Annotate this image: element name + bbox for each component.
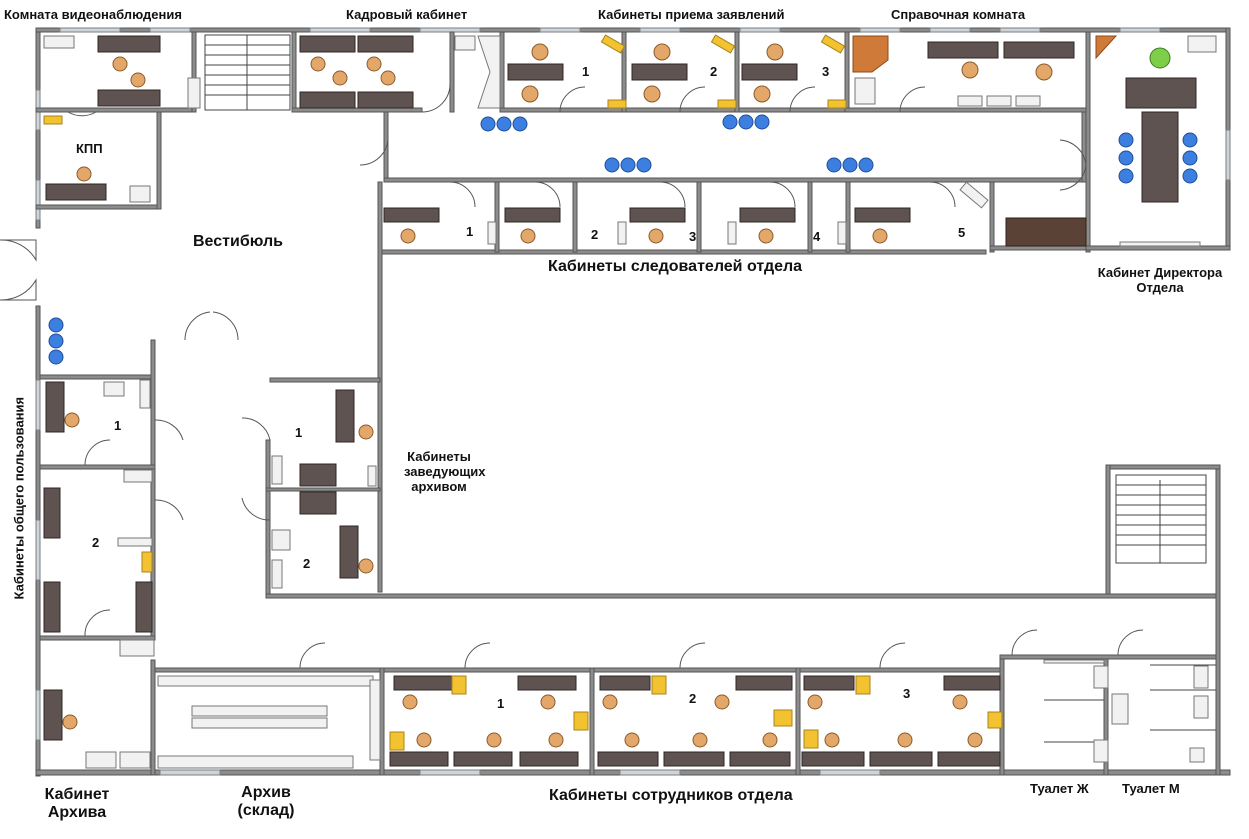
investigators-label: Кабинеты следователей отдела <box>548 258 803 275</box>
inv-room-number: 4 <box>813 229 821 244</box>
toilet-m-label: Туалет М <box>1122 781 1180 796</box>
inv-room-number: 1 <box>466 224 474 239</box>
toilet-f-label: Туалет Ж <box>1030 781 1089 796</box>
investigator-rooms <box>377 181 1087 593</box>
inv-room-number: 3 <box>689 229 697 244</box>
app-room-number: 1 <box>582 64 590 79</box>
arch-room-number: 2 <box>303 556 311 571</box>
inv-room-number: 5 <box>958 225 966 240</box>
app-room-number: 2 <box>710 64 718 79</box>
furniture <box>43 34 1217 769</box>
inv-room-number: 2 <box>591 227 599 242</box>
lobby-label: Вестибюль <box>193 233 283 250</box>
arch-room-number: 1 <box>295 425 303 440</box>
hr-office-label: Кадровый кабинет <box>346 7 468 22</box>
archive-storage-label: Архив (склад) <box>237 784 295 820</box>
outer-walls <box>35 27 1231 777</box>
staff-room-number: 1 <box>497 696 505 711</box>
app-room-number: 3 <box>822 64 830 79</box>
archive-heads-label: Кабинеты заведующих архивом <box>404 449 486 494</box>
staff-room-number: 2 <box>689 691 697 706</box>
public-offices-label: Кабинеты общего пользования <box>11 396 27 600</box>
applications-label: Кабинеты приема заявлений <box>598 7 785 22</box>
director-label: Кабинет Директора Отдела <box>1097 265 1223 295</box>
top-rooms <box>35 31 1231 253</box>
pub-room-number: 1 <box>114 418 122 433</box>
video-room-label: Комната видеонаблюдения <box>4 7 182 22</box>
left-rooms <box>39 339 1217 776</box>
reference-room-label: Справочная комната <box>891 7 1026 22</box>
windows <box>35 27 1231 776</box>
archive-office-label: Кабинет Архива <box>44 786 110 822</box>
staff-offices-label: Кабинеты сотрудников отдела <box>549 787 793 804</box>
pub-room-number: 2 <box>92 535 100 550</box>
checkpoint-label: КПП <box>76 141 103 156</box>
staff-room-number: 3 <box>903 686 911 701</box>
doors <box>0 83 1144 669</box>
